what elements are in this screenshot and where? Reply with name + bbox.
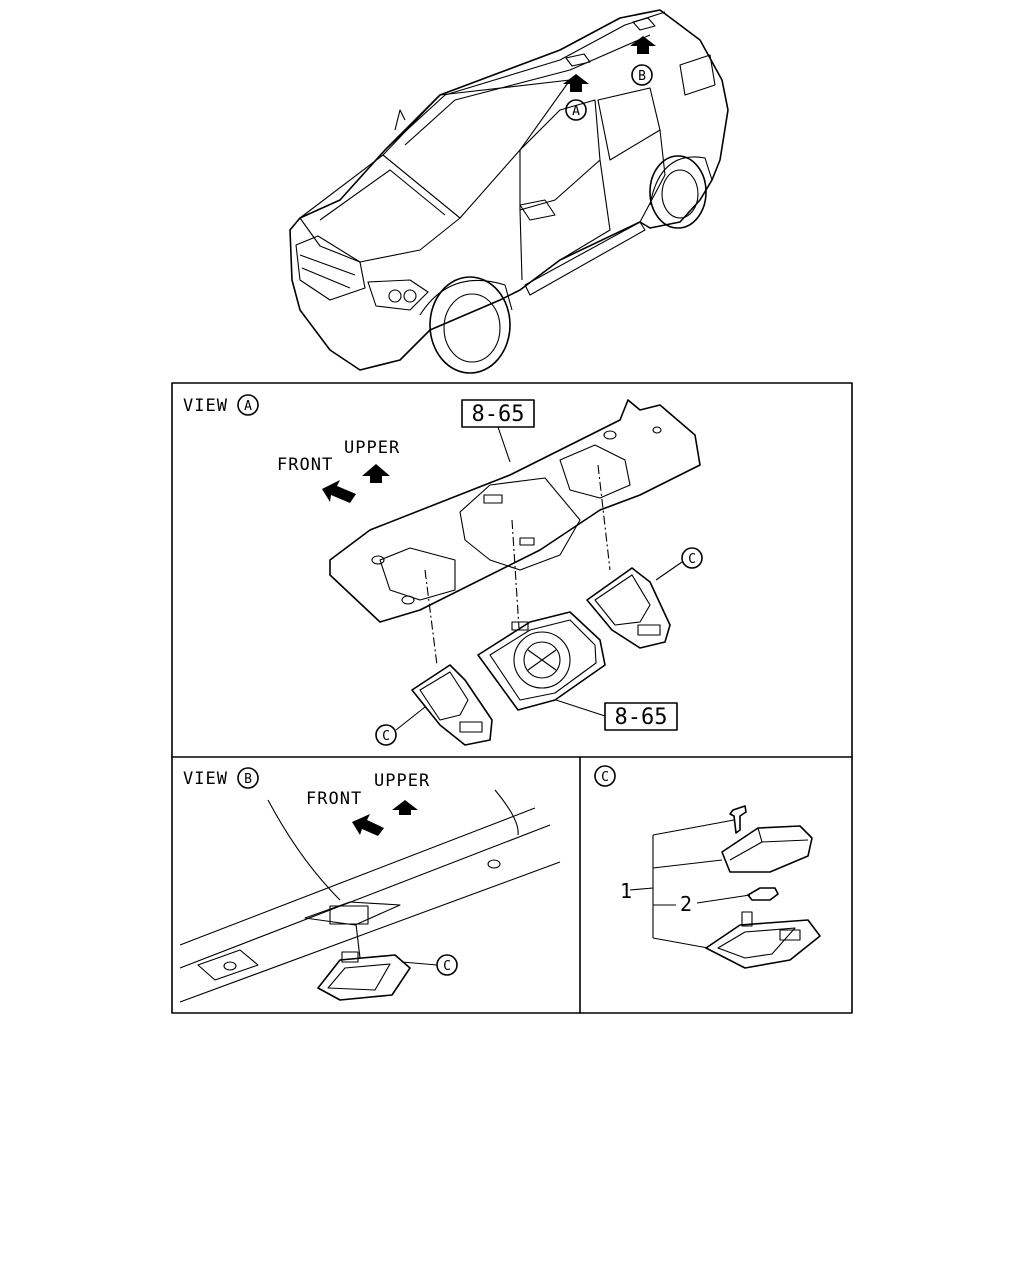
view-a-title-marker-label: A xyxy=(244,399,252,414)
view-a-ref-box-bottom xyxy=(604,702,678,731)
view-a-center-lamp xyxy=(477,611,606,711)
view-b-title: VIEW xyxy=(183,769,228,789)
view-a-title-marker xyxy=(237,394,259,416)
detail-c-lens xyxy=(705,919,821,969)
view-a-callout-left: C xyxy=(382,729,390,744)
detail-c-part-1: 1 xyxy=(620,879,632,903)
view-b-upper-arrow-icon xyxy=(392,800,418,815)
view-a-callout-right: C xyxy=(688,552,696,567)
detail-c-screw xyxy=(729,805,747,834)
view-b-marker-label: B xyxy=(638,69,646,84)
view-b-panel: VIEW B UPPER FRONT C xyxy=(179,767,561,1003)
view-a-ref-bottom: 8-65 xyxy=(615,705,668,730)
view-b-callout: C xyxy=(443,959,451,974)
view-b-front-arrow-icon xyxy=(352,814,384,836)
detail-c-bulb xyxy=(747,887,779,901)
view-b-marker xyxy=(631,64,653,86)
view-a-upper-label: UPPER xyxy=(344,438,400,458)
view-b-title-marker xyxy=(237,767,259,789)
view-a-front-label: FRONT xyxy=(277,455,333,475)
view-a-marker xyxy=(565,99,587,121)
view-a-upper-arrow-icon xyxy=(362,464,390,483)
view-a-marker-label: A xyxy=(572,104,580,119)
detail-c-part-2: 2 xyxy=(680,892,692,916)
view-a-lamp-right xyxy=(586,567,671,649)
view-a-ref-top: 8-65 xyxy=(472,402,525,427)
view-a-title: VIEW xyxy=(183,396,228,416)
view-a-front-arrow-icon xyxy=(322,480,356,503)
view-a-lamp-left xyxy=(411,664,493,746)
panel-frames xyxy=(171,382,853,1014)
view-b-title-marker-label: B xyxy=(244,772,252,787)
detail-c-marker xyxy=(594,765,616,787)
detail-c-housing xyxy=(721,825,813,873)
detail-c-marker-label: C xyxy=(601,770,609,785)
view-b-front-label: FRONT xyxy=(306,789,362,809)
diagram-frame xyxy=(171,382,853,1014)
detail-c-panel: C 1 2 xyxy=(594,765,821,969)
view-b-upper-label: UPPER xyxy=(374,771,430,791)
vehicle-illustration: A B xyxy=(289,9,729,374)
view-a-panel: VIEW A UPPER FRONT 8-65 C xyxy=(183,394,703,746)
view-b-lamp xyxy=(317,954,411,1001)
